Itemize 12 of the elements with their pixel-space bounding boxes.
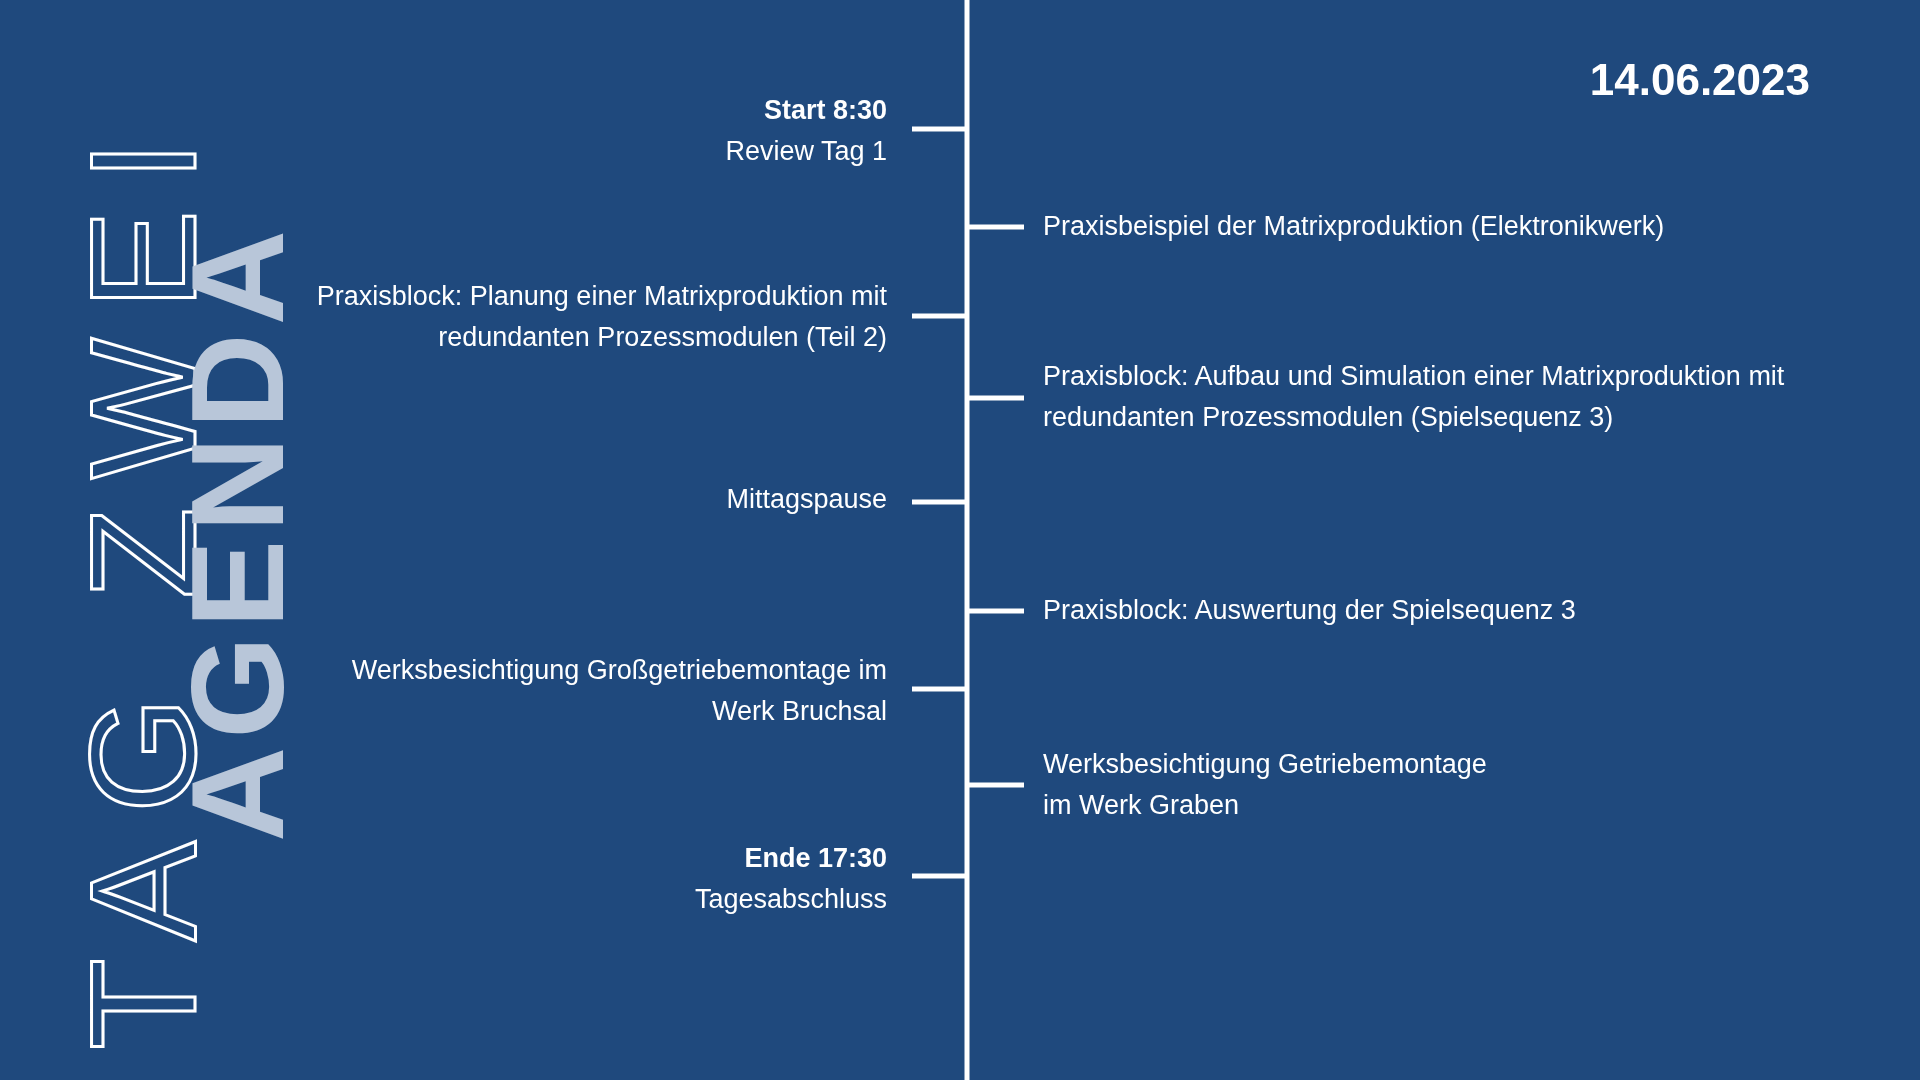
agenda-item: Review Tag 1 — [725, 135, 887, 168]
time-text: Start 8:30 — [763, 94, 887, 127]
agenda-item: Tagesabschluss — [694, 883, 887, 916]
agenda-item: Mittagspause — [726, 483, 887, 516]
agenda-item: Praxisbeispiel der Matrixproduktion (Elektronikwerk) — [1043, 210, 1665, 243]
time-text: Ende 17:30 — [744, 842, 887, 875]
agenda-item: Praxisblock: Aufbau und Simulation einer Matrixproduktion mit redundanten Prozessmodulen (Spielsequenz 3) — [1043, 360, 1786, 434]
agenda-item: Praxisblock: Planung einer Matrixproduktion mit redundanten Prozessmodulen (Teil 2) — [315, 280, 887, 354]
agenda-item: Werksbesichtigung Getriebemontage im Werk Graben — [1043, 748, 1488, 822]
agenda-item: Werksbesichtigung Großgetriebemontage im Werk Bruchsal — [350, 654, 887, 728]
date-text: 14.06.2023 — [1589, 54, 1810, 106]
agenda-item: Praxisblock: Auswertung der Spielsequenz 3 — [1043, 594, 1576, 627]
